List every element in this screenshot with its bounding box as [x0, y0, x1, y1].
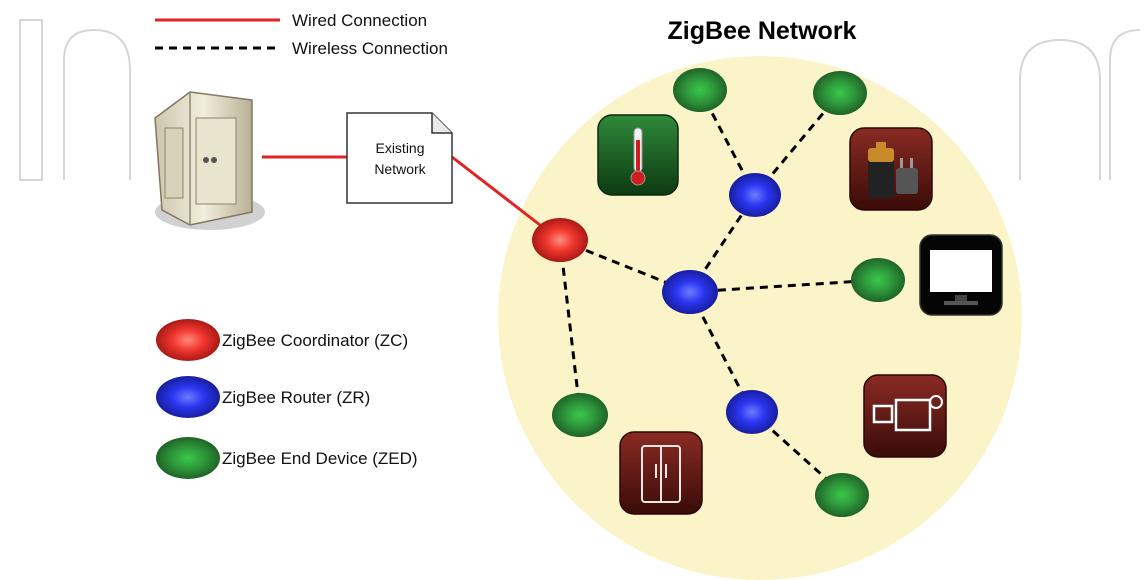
end-device-node	[552, 393, 608, 437]
router-legend-label: ZigBee Router (ZR)	[222, 388, 370, 407]
node-legend: ZigBee Coordinator (ZC) ZigBee Router (Z…	[156, 319, 418, 479]
network-area	[498, 56, 1022, 580]
refrigerator-icon	[619, 431, 703, 515]
router-node	[726, 390, 778, 434]
link-zr1-zed-right	[689, 278, 879, 294]
end-device-legend-swatch	[156, 437, 220, 479]
wired-link-coordinator	[451, 155, 541, 227]
coordinator-legend-label: ZigBee Coordinator (ZC)	[222, 331, 408, 350]
existing-network-document: Existing Network	[346, 112, 453, 204]
network-title: ZigBee Network	[668, 17, 857, 45]
router-node	[662, 270, 718, 314]
link-zc-zed-left	[558, 239, 582, 413]
end-device-node	[813, 71, 867, 115]
existing-network-line2: Network	[374, 161, 426, 177]
router-legend-swatch	[156, 376, 220, 418]
monitor-icon	[919, 234, 1003, 316]
server-icon	[154, 91, 265, 230]
wireless-legend-label: Wireless Connection	[292, 39, 448, 58]
thermometer-icon	[597, 114, 679, 196]
video-camera-icon	[863, 374, 947, 458]
end-device-node	[815, 473, 869, 517]
network-nodes	[532, 68, 905, 517]
coordinator-legend-swatch	[156, 319, 220, 361]
existing-network-line1: Existing	[375, 140, 424, 156]
coordinator-node	[532, 218, 588, 262]
router-node	[729, 173, 781, 217]
watermark	[19, 19, 1141, 181]
end-device-node	[851, 258, 905, 302]
end-device-legend-label: ZigBee End Device (ZED)	[222, 449, 418, 468]
end-device-node	[673, 68, 727, 112]
battery-charger-icon	[849, 127, 933, 211]
wired-legend-label: Wired Connection	[292, 11, 427, 30]
